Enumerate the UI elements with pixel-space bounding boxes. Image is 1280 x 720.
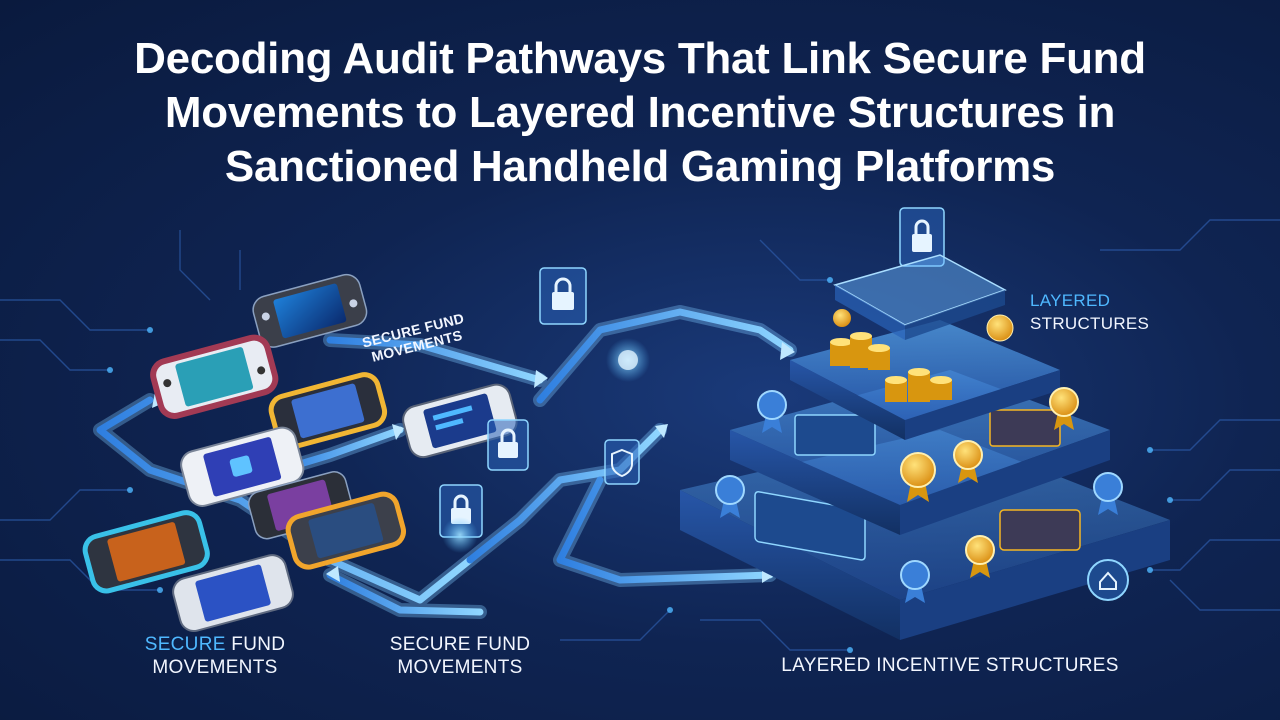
coin-icon [833,309,851,327]
layered-word: Layered [1030,291,1111,310]
flow-path-bottom [326,571,484,616]
arrow-head-2 [534,370,548,388]
handheld-console-3 [268,372,388,450]
badge-icon [965,535,995,578]
secure-fund-movements-middle-label: Secure Fund Movements [370,633,550,679]
secure-word: Secure [144,634,226,655]
handheld-console-8 [82,510,210,594]
badge-icon [1049,387,1079,430]
coin-stack [868,344,890,370]
layered-incentive-structures-label: Layered Incentive Structures [781,655,1119,676]
lock-icon [539,267,587,325]
badge-icon [715,475,745,518]
coin-stack [850,332,872,368]
secure-fund-movements-left-label: Secure Fund Movements [130,633,300,679]
handheld-console-5 [180,426,305,507]
lock-icon [487,419,529,471]
lock-icon [899,207,945,267]
lock-icons [439,207,945,553]
shield-icon [604,439,640,485]
title-line-3: Sanctioned Handheld Gaming Platforms [224,142,1056,191]
handheld-console-2 [150,334,279,419]
circuit-traces [0,219,1280,651]
fund-word: Fund [225,634,286,655]
glow-node [618,350,638,370]
coin-stack [885,376,907,402]
page-title: Decoding Audit Pathways That Link Secure… [40,32,1240,194]
coin-stack [830,338,852,366]
coin-stack [908,368,930,402]
movements-word: Movements [152,657,278,678]
glow-node [442,517,478,553]
arrow-head-4 [655,424,668,438]
coin-icon [986,314,1014,342]
badge-icon [1093,472,1123,515]
title-line-1: Decoding Audit Pathways That Link Secure… [134,34,1146,83]
arrow-head-7 [392,424,404,440]
layered-structures-label: Layered Structures [1030,289,1190,335]
coin-stacks [830,309,1014,402]
badge-icon [757,390,787,433]
badge-icon [900,452,936,502]
middle-label-line-2: Movements [397,657,523,678]
tower-tier-top [833,254,1007,340]
middle-label-line-1: Secure Fund [389,634,531,655]
handheld-console-9 [172,554,294,633]
home-icon [1087,559,1129,601]
flow-path-left-loop [96,396,474,604]
handheld-console-7 [285,491,406,570]
arrow-head-3 [780,342,795,360]
flow-path-to-tower [536,308,794,404]
flow-path-lower [556,476,774,584]
coin-stack [930,376,952,400]
incentive-tower [680,254,1170,640]
handheld-console-1 [252,273,368,348]
title-line-2: Movements to Layered Incentive Structure… [164,88,1116,137]
flow-path-upper [326,336,544,384]
award-badges [715,387,1129,603]
badge-icon [953,440,983,483]
badge-icon [900,560,930,603]
arrow-head-6 [326,566,340,582]
structures-word: Structures [1030,314,1150,333]
circuit-nodes [107,277,1173,653]
